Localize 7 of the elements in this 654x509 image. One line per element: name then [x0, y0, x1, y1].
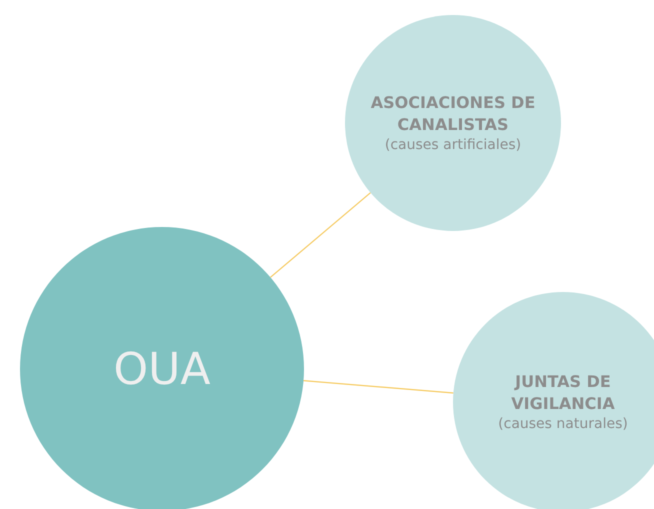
- node-subtitle: (causes naturales): [498, 415, 628, 434]
- connector-line: [270, 192, 371, 278]
- node-title: JUNTAS DE VIGILANCIA: [510, 370, 616, 415]
- node-title: OUA: [114, 344, 210, 394]
- node-subtitle: (causes artificiales): [384, 136, 522, 154]
- connector-line: [303, 380, 454, 394]
- node-title: ASOCIACIONES DE CANALISTAS: [370, 92, 536, 136]
